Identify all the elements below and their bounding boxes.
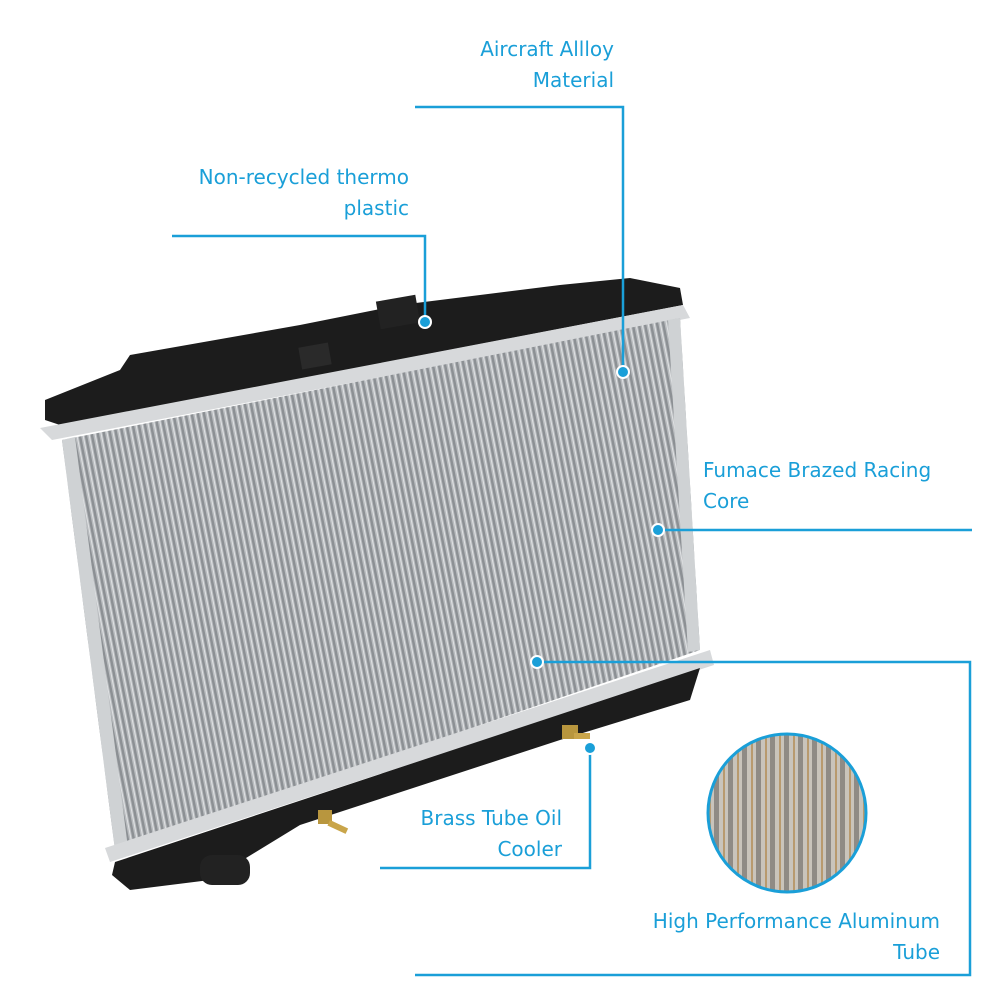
callout-lines — [172, 105, 972, 977]
callout-text: Material — [532, 68, 614, 92]
callout-oil-cooler: Brass Tube Oil Cooler — [421, 803, 562, 865]
callout-text: Aircraft Allloy — [480, 37, 614, 61]
callout-dots — [418, 315, 665, 755]
callout-brazed-core: Fumace Brazed Racing Core — [703, 455, 931, 517]
callout-thermo-plastic: Non-recycled thermo plastic — [199, 162, 409, 224]
callout-text: Non-recycled thermo — [198, 165, 409, 189]
brass-oil-cooler-fittings — [318, 725, 590, 834]
top-rail — [40, 305, 690, 440]
callout-text: plastic — [343, 196, 409, 220]
callout-text: High Performance Aluminum — [652, 909, 940, 933]
callout-aircraft-alloy: Aircraft Allloy Material — [480, 34, 614, 96]
aluminum-tube-closeup — [706, 732, 868, 894]
callout-text: Core — [703, 489, 750, 513]
top-tank — [45, 278, 683, 425]
bottom-rail — [105, 650, 714, 862]
callout-text: Fumace Brazed Racing — [703, 458, 932, 482]
callout-text: Tube — [893, 940, 940, 964]
callout-text: Brass Tube Oil — [420, 806, 562, 830]
bottom-tank — [112, 668, 700, 890]
radiator-core — [62, 318, 700, 850]
callout-aluminum-tube: High Performance Aluminum Tube — [653, 906, 940, 968]
callout-text: Cooler — [497, 837, 562, 861]
